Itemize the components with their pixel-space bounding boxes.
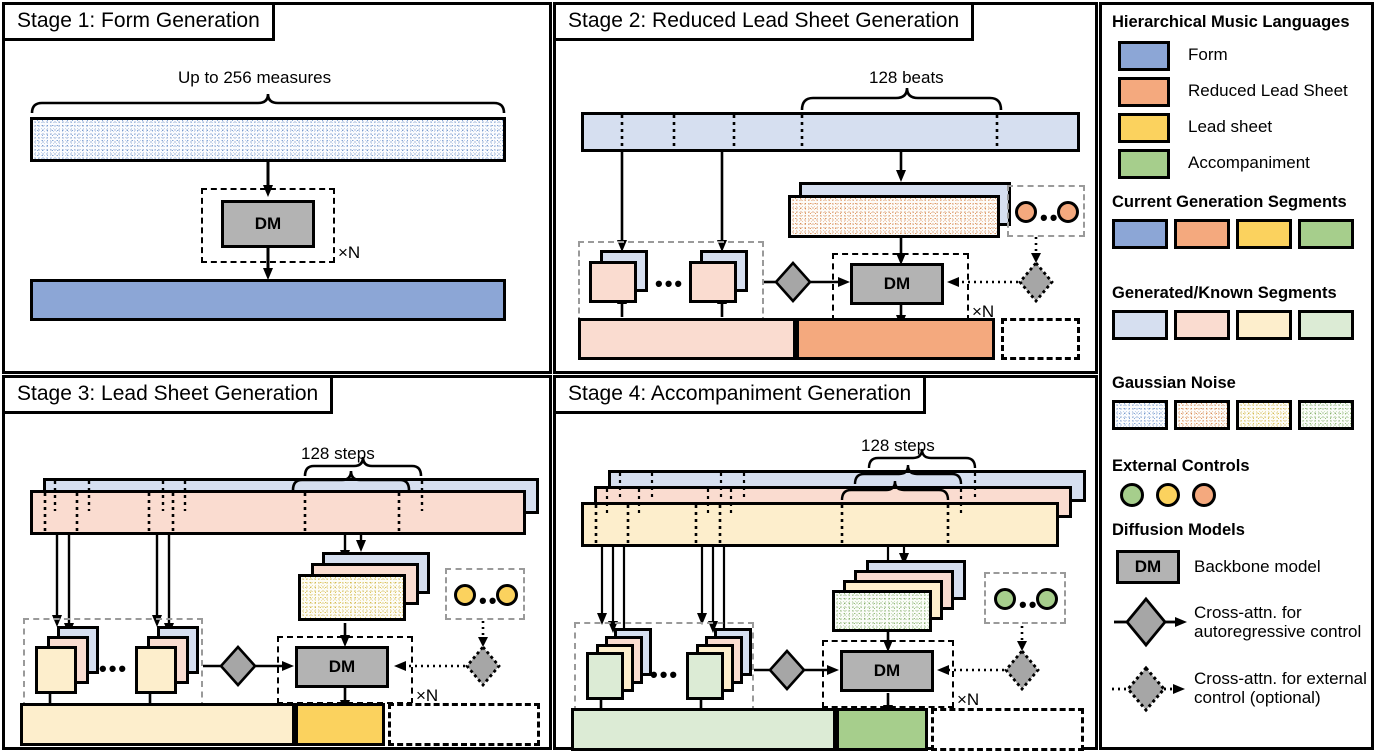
legend-swatch-accompaniment <box>1118 149 1170 179</box>
stage-4-control-circle-2 <box>1036 588 1058 610</box>
stage-3-loop-count: ×N <box>416 686 439 705</box>
stage-2-context-dots: ••• <box>655 271 685 296</box>
stage-4-context-dots: ••• <box>650 662 680 687</box>
stage-1-denoise-loop <box>201 188 335 263</box>
stage-4-control-circle-1 <box>994 588 1016 610</box>
legend-heading-generated-segments: Generated/Known Segments <box>1112 284 1337 302</box>
stage-3-output-placeholder <box>388 703 540 746</box>
stage-3-output-known <box>20 703 295 746</box>
stage-4-output-known <box>571 708 836 751</box>
stage-2-dm-box: DM <box>850 263 944 305</box>
stage-3-ctx2-front <box>135 646 177 694</box>
stage-2-ctx2-front <box>689 261 737 303</box>
stage-4-ctx1-front <box>586 652 624 700</box>
legend-heading-diffusion-models: Diffusion Models <box>1112 521 1245 539</box>
stage-4-output-current <box>836 708 928 751</box>
stage-2-loop-count: ×N <box>972 302 995 321</box>
legend-generated-swatch-3 <box>1236 310 1292 340</box>
stage-2-title: Stage 2: Reduced Lead Sheet Generation <box>553 2 975 41</box>
stage-2-form-bar <box>581 112 1080 152</box>
stage-4-denoise-loop <box>822 640 954 708</box>
stage-2-output-known <box>578 318 796 360</box>
stage-4-brace-label: 128 steps <box>861 436 935 455</box>
legend-control-circle-orange <box>1192 483 1216 507</box>
legend-current-swatch-2 <box>1174 219 1230 249</box>
stage-4-external-controls-box: ••• <box>984 572 1066 624</box>
stage-3-noise-front <box>298 574 406 621</box>
legend-current-swatch-4 <box>1298 219 1354 249</box>
legend-label-accompaniment: Accompaniment <box>1188 153 1310 172</box>
stage-3-context-dots: ••• <box>99 656 129 681</box>
stage-1-brace-label: Up to 256 measures <box>178 68 332 87</box>
stage-4-title: Stage 4: Accompaniment Generation <box>553 375 927 414</box>
legend-generated-swatch-2 <box>1174 310 1230 340</box>
stage-2-control-circle-1 <box>1015 201 1037 223</box>
legend-dm-box: DM <box>1116 550 1180 584</box>
legend-label-lead-sheet: Lead sheet <box>1188 117 1273 136</box>
stage-4-noise-front <box>832 590 932 632</box>
stage-3-ctx1-front <box>35 646 77 694</box>
stage-1-noise-bar <box>30 117 506 162</box>
legend-generated-swatch-4 <box>1298 310 1354 340</box>
stage-3-dm-box: DM <box>295 646 389 688</box>
legend-noise-swatch-3 <box>1236 400 1292 430</box>
stage-2-panel: Stage 2: Reduced Lead Sheet Generation 1… <box>553 2 1098 374</box>
stage-3-brace-label: 128 steps <box>301 444 375 463</box>
stage-4-ctx2-front <box>686 652 724 700</box>
legend-label-backbone-model: Backbone model <box>1194 557 1321 576</box>
legend-noise-swatch-2 <box>1174 400 1230 430</box>
stage-3-reduced-bar <box>30 490 526 535</box>
stage-2-noise-card <box>788 195 1000 238</box>
legend-heading-external-controls: External Controls <box>1112 457 1250 475</box>
legend-control-circle-yellow <box>1156 483 1180 507</box>
stage-4-loop-count: ×N <box>957 690 980 709</box>
legend-noise-swatch-1 <box>1112 400 1168 430</box>
stage-2-external-controls-box: ••• <box>1007 185 1085 237</box>
stage-3-external-controls-box: ••• <box>445 568 525 620</box>
stage-2-brace-label: 128 beats <box>869 68 944 87</box>
legend-current-swatch-3 <box>1236 219 1292 249</box>
stage-1-dm-box: DM <box>221 200 315 248</box>
stage-2-ctx1-front <box>589 261 637 303</box>
stage-3-control-circle-1 <box>454 584 476 606</box>
stage-4-output-placeholder <box>931 708 1084 751</box>
legend-current-swatch-1 <box>1112 219 1168 249</box>
legend-control-circle-green <box>1120 483 1144 507</box>
legend-label-reduced-lead-sheet: Reduced Lead Sheet <box>1188 81 1348 100</box>
legend-swatch-form <box>1118 41 1170 71</box>
stage-1-title: Stage 1: Form Generation <box>2 2 275 41</box>
legend-label-external-control: Cross-attn. for external control (option… <box>1194 669 1367 708</box>
legend-generated-swatch-1 <box>1112 310 1168 340</box>
stage-4-panel: Stage 4: Accompaniment Generation 128 st… <box>553 375 1098 751</box>
stage-3-control-circle-2 <box>496 584 518 606</box>
stage-3-title: Stage 3: Lead Sheet Generation <box>2 375 334 414</box>
stage-1-loop-count: ×N <box>338 243 361 262</box>
stage-3-output-current <box>295 703 385 746</box>
stage-2-output-current <box>796 318 995 360</box>
stage-1-panel: Stage 1: Form Generation Up to 256 measu… <box>2 2 552 374</box>
legend-label-autoregressive-control: Cross-attn. for autoregressive control <box>1194 603 1362 642</box>
legend-heading-current-segments: Current Generation Segments <box>1112 193 1347 211</box>
legend-swatch-reduced-lead-sheet <box>1118 77 1170 107</box>
legend-panel: Hierarchical Music Languages Form Reduce… <box>1099 2 1374 750</box>
stage-2-output-placeholder <box>1001 318 1080 360</box>
stage-2-control-circle-2 <box>1057 201 1079 223</box>
legend-heading-gaussian-noise: Gaussian Noise <box>1112 374 1236 392</box>
legend-noise-swatch-4 <box>1298 400 1354 430</box>
legend-swatch-lead-sheet <box>1118 113 1170 143</box>
stage-3-panel: Stage 3: Lead Sheet Generation 128 steps <box>2 375 552 750</box>
stage-4-dm-box: DM <box>840 650 934 692</box>
stage-1-output-bar <box>30 279 506 321</box>
stage-4-leadsheet-bar <box>581 502 1059 547</box>
legend-heading-languages: Hierarchical Music Languages <box>1112 13 1350 31</box>
legend-label-form: Form <box>1188 45 1228 64</box>
